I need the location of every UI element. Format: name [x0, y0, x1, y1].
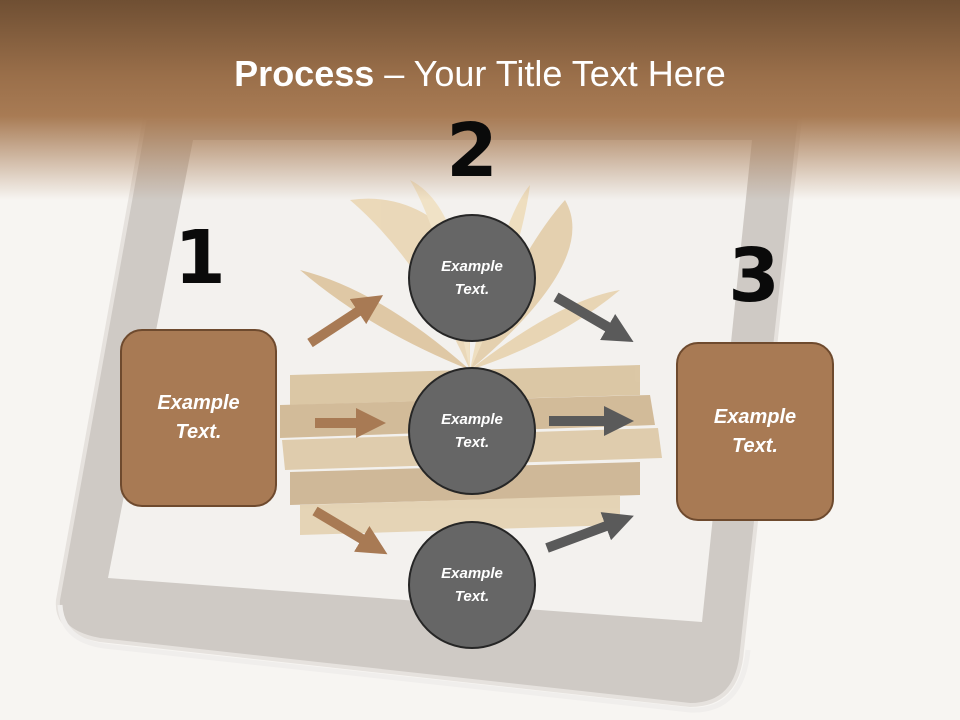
- step-3-box: Example Text.: [676, 342, 834, 521]
- step-number-2: 2: [446, 108, 498, 194]
- arrow-2-to-3-top: [553, 292, 634, 343]
- title-bold: Process: [234, 53, 375, 94]
- step-2-circle-bottom: Example Text.: [408, 521, 536, 649]
- title-rest: – Your Title Text Here: [374, 53, 726, 94]
- arrow-1-to-2-top: [307, 295, 384, 348]
- step-1-label: Example Text.: [157, 392, 240, 443]
- step-2-label-top: Example Text.: [441, 258, 503, 298]
- step-number-1: 1: [174, 215, 226, 301]
- step-1-box: Example Text.: [120, 329, 277, 507]
- step-2-label-middle: Example Text.: [441, 411, 503, 451]
- arrow-1-to-2-bottom: [312, 506, 388, 555]
- step-2-circle-top: Example Text.: [408, 214, 536, 342]
- step-2-label-bottom: Example Text.: [441, 565, 503, 605]
- step-number-3: 3: [728, 233, 780, 319]
- step-2-circle-middle: Example Text.: [408, 367, 536, 495]
- slide-title: Process – Your Title Text Here: [0, 52, 960, 96]
- step-3-label: Example Text.: [713, 405, 797, 457]
- tablet-edge-highlight: [57, 604, 751, 713]
- title-banner: [0, 0, 960, 200]
- arrow-2-to-3-bottom: [545, 512, 634, 553]
